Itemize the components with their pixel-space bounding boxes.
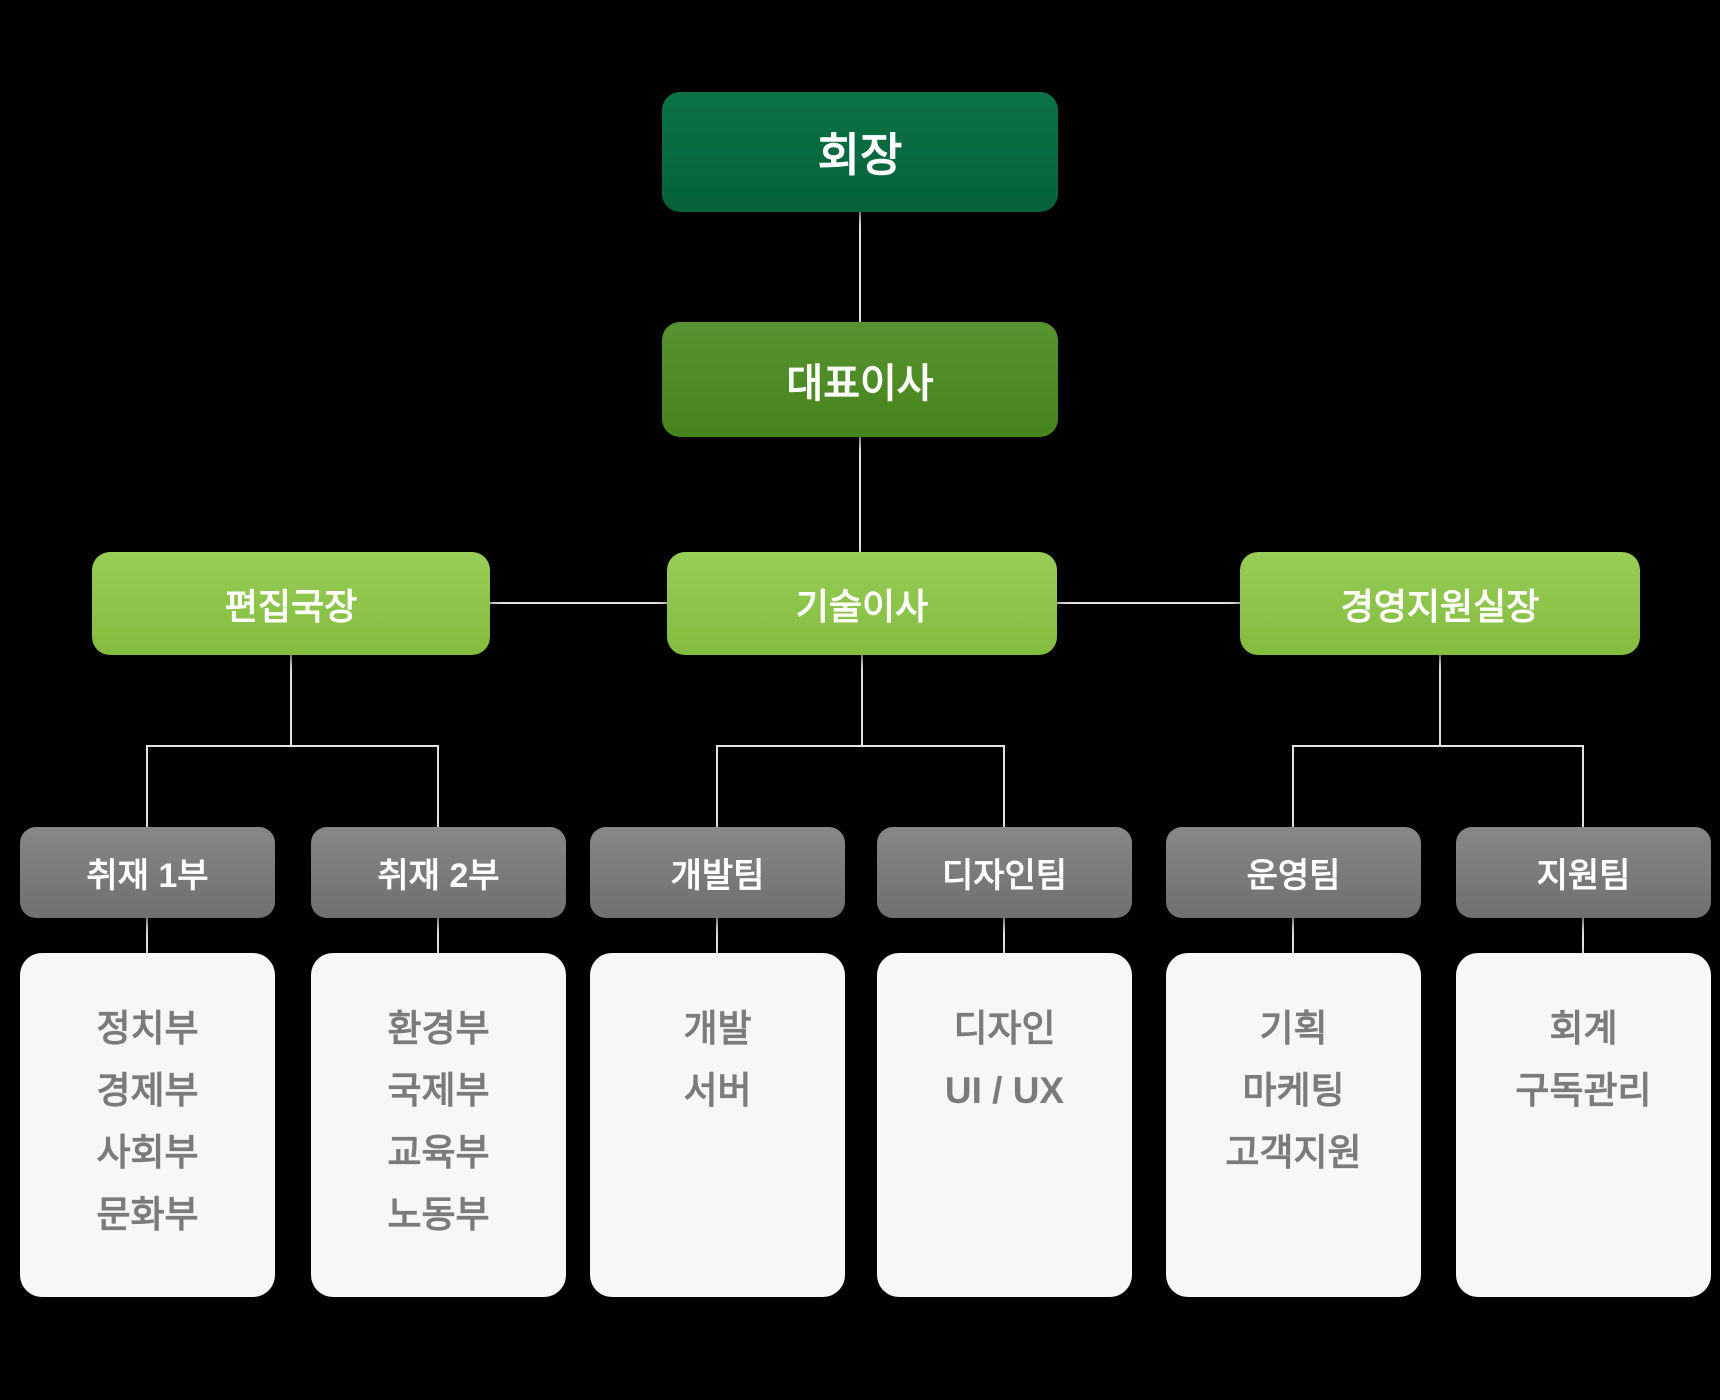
team-box-operations: 운영팀 <box>1166 827 1421 918</box>
member-item: 기획 <box>1259 1008 1328 1049</box>
member-item: 고객지원 <box>1225 1132 1362 1173</box>
connector-team5-drop <box>1292 745 1294 827</box>
team-box-dev: 개발팀 <box>590 827 845 918</box>
member-item: 노동부 <box>387 1194 490 1235</box>
chairman-label: 회장 <box>817 129 903 181</box>
connector-panel3-drop <box>716 918 718 953</box>
mgmt-support-head-label: 경영지원실장 <box>1340 585 1540 627</box>
member-item: 문화부 <box>96 1194 199 1235</box>
team-box-reporting2: 취재 2부 <box>311 827 566 918</box>
connector-panel1-drop <box>146 918 148 953</box>
member-item: 환경부 <box>387 1008 490 1049</box>
connector-cto-drop <box>861 655 863 745</box>
connector-team3-drop <box>716 745 718 827</box>
member-item: 회계 <box>1549 1008 1618 1049</box>
connector-team1-drop <box>146 745 148 827</box>
member-item: 개발 <box>683 1008 752 1049</box>
connector-panel6-drop <box>1582 918 1584 953</box>
member-item: 구독관리 <box>1515 1070 1652 1111</box>
member-item: 디자인 <box>953 1008 1056 1049</box>
member-item: 서버 <box>683 1070 752 1111</box>
editor-in-chief-label: 편집국장 <box>224 585 358 627</box>
team-label: 운영팀 <box>1246 857 1341 895</box>
editor-in-chief-box: 편집국장 <box>92 552 490 655</box>
team-box-design: 디자인팀 <box>877 827 1132 918</box>
connector-cto-branch <box>716 745 1005 747</box>
member-item: UI / UX <box>944 1070 1065 1111</box>
connector-editor-drop <box>290 655 292 745</box>
connector-team4-drop <box>1003 745 1005 827</box>
connector-panel4-drop <box>1003 918 1005 953</box>
connector-l1-l2 <box>859 212 861 322</box>
connector-mgmt-drop <box>1439 655 1441 745</box>
cto-label: 기술이사 <box>795 585 929 627</box>
connector-l3-left <box>490 602 667 604</box>
member-item: 정치부 <box>96 1008 199 1049</box>
mgmt-support-head-box: 경영지원실장 <box>1240 552 1640 655</box>
team-label: 개발팀 <box>670 857 765 895</box>
team-label: 지원팀 <box>1536 857 1631 895</box>
team-label: 디자인팀 <box>941 857 1068 895</box>
connector-panel5-drop <box>1292 918 1294 953</box>
chairman-box: 회장 <box>662 92 1058 212</box>
connector-mgmt-branch <box>1292 745 1584 747</box>
connector-team6-drop <box>1582 745 1584 827</box>
member-item: 경제부 <box>96 1070 199 1111</box>
connector-l2-l3 <box>859 437 861 552</box>
connector-editor-branch <box>146 745 439 747</box>
connector-l3-right <box>1057 602 1240 604</box>
team-box-reporting1: 취재 1부 <box>20 827 275 918</box>
member-item: 교육부 <box>387 1132 490 1173</box>
member-panel-design: 디자인 UI / UX <box>877 953 1132 1297</box>
member-item: 사회부 <box>96 1132 199 1173</box>
team-label: 취재 1부 <box>86 857 209 895</box>
team-label: 취재 2부 <box>377 857 500 895</box>
ceo-label: 대표이사 <box>786 361 934 406</box>
member-item: 국제부 <box>387 1070 490 1111</box>
team-box-support: 지원팀 <box>1456 827 1711 918</box>
connector-team2-drop <box>437 745 439 827</box>
connector-panel2-drop <box>437 918 439 953</box>
ceo-box: 대표이사 <box>662 322 1058 437</box>
member-item: 마케팅 <box>1242 1070 1345 1111</box>
cto-box: 기술이사 <box>667 552 1057 655</box>
